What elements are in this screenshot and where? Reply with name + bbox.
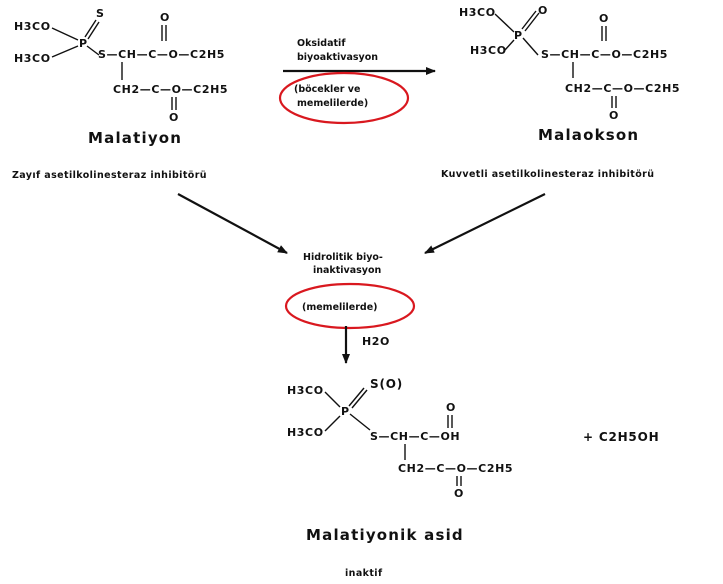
- highlight-circle-middle: [284, 282, 416, 330]
- oxidative-label-line1: Oksidatif: [297, 38, 346, 49]
- malathion-caption: Zayıf asetilkolinesteraz inhibitörü: [12, 170, 207, 181]
- phosphoryl-oxygen: O: [538, 4, 548, 17]
- hydrolytic-note: (memelilerde): [302, 302, 378, 313]
- methoxy-top: H3CO: [14, 20, 51, 33]
- sulfur-atom: S: [96, 7, 105, 20]
- side-chain-bottom: CH2—C—O—C2H5: [113, 83, 228, 96]
- methoxy-top: H3CO: [287, 384, 324, 397]
- carbonyl-oxygen-1: O: [599, 12, 609, 25]
- malathion-acid-name: Malatiyonik asid: [306, 526, 464, 544]
- carbonyl-oxygen-2: O: [169, 111, 179, 124]
- carbonyl-oxygen-1: O: [160, 11, 170, 24]
- hydrolytic-label-line2: inaktivasyon: [313, 265, 382, 276]
- malathion-acid-structure: S(O) H3CO P H3CO O S—CH—C—OH CH2—C—O—C2H…: [287, 377, 513, 500]
- methoxy-top: H3CO: [459, 6, 496, 19]
- methoxy-bottom: H3CO: [14, 52, 51, 65]
- oxidative-note-line2: memelilerde): [297, 98, 368, 109]
- malathion-name: Malatiyon: [88, 129, 182, 147]
- methoxy-bottom: H3CO: [287, 426, 324, 439]
- carbonyl-oxygen-2: O: [609, 109, 619, 122]
- oxidative-label-line2: biyoaktivasyon: [297, 52, 378, 63]
- arrow-from-malathion: [177, 193, 288, 254]
- phosphorus-atom: P: [514, 29, 523, 42]
- side-chain-bottom: CH2—C—O—C2H5: [398, 462, 513, 475]
- phosphorus-atom: P: [79, 37, 88, 50]
- sulfur-oxo-atom: S(O): [370, 377, 403, 391]
- carbonyl-oxygen-2: O: [454, 487, 464, 500]
- side-chain-top: S—CH—C—OH: [370, 430, 460, 443]
- carbonyl-oxygen-1: O: [446, 401, 456, 414]
- malaoxon-caption: Kuvvetli asetilkolinesteraz inhibitörü: [441, 169, 654, 180]
- side-chain-bottom: CH2—C—O—C2H5: [565, 82, 680, 95]
- malaoxon-structure: O H3CO P H3CO O S—CH—C—O—C2H5 CH2—C—O—C2…: [459, 4, 680, 122]
- side-chain-top: S—CH—C—O—C2H5: [541, 48, 668, 61]
- oxidative-note-line1: (böcekler ve: [294, 84, 360, 95]
- malaoxon-name: Malaokson: [538, 126, 639, 144]
- highlight-circle-top: [278, 71, 410, 125]
- ethanol-byproduct: + C2H5OH: [583, 430, 659, 444]
- malathion-acid-caption: inaktif: [345, 568, 383, 579]
- phosphorus-atom: P: [341, 405, 350, 418]
- water-label: H2O: [362, 335, 390, 348]
- hydrolytic-label-line1: Hidrolitik biyo-: [303, 252, 383, 263]
- malathion-structure: S H3CO P H3CO O S—CH—C—O—C2H5 CH2—C—O—C2…: [14, 7, 228, 124]
- arrow-from-malaoxon: [424, 193, 546, 254]
- side-chain-top: S—CH—C—O—C2H5: [98, 48, 225, 61]
- methoxy-bottom: H3CO: [470, 44, 507, 57]
